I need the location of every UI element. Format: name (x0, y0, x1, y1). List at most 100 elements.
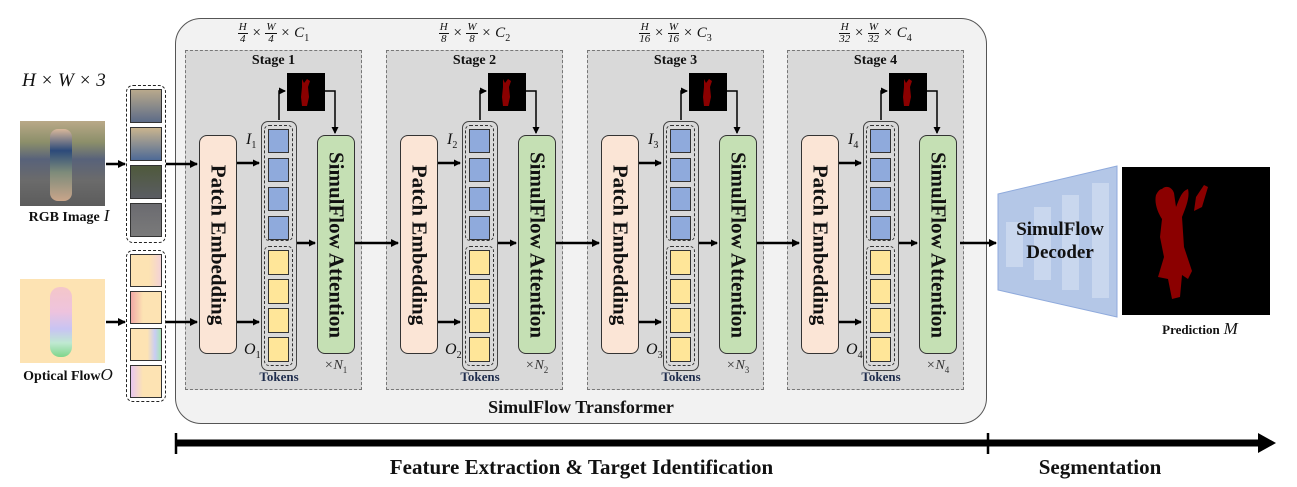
patch-embedding-block: Patch Embedding (400, 135, 438, 354)
rgb-patch-strip (126, 85, 166, 243)
frac-den: 4 (268, 33, 274, 45)
flow-patch-strip (126, 250, 166, 402)
image-token-sub: 1 (251, 140, 257, 152)
tokens-to-mask-arrow (880, 87, 888, 120)
flow-token (670, 250, 691, 275)
mask-thumbnail (889, 73, 927, 111)
flow-token-group (666, 246, 695, 366)
frac-num: W (466, 21, 478, 34)
flow-token-sub: 3 (657, 350, 663, 362)
flow-token (870, 279, 891, 304)
image-token (469, 129, 490, 153)
mask-silhouette (903, 79, 912, 106)
input-size-label: H × W × 3 (22, 70, 106, 91)
tokens-to-mask-arrow (680, 87, 688, 120)
tokens-label: Tokens (259, 369, 299, 384)
image-token-sub: 3 (653, 140, 659, 152)
image-token-label: I3 (648, 131, 658, 151)
simulflow-attention-block: SimulFlow Attention (317, 135, 355, 354)
image-token (870, 158, 891, 182)
flow-token (469, 250, 490, 275)
prediction-label: Prediction (1162, 322, 1220, 337)
decoder-layer (1092, 183, 1109, 298)
flow-token-label: O4 (846, 341, 863, 361)
image-token-sub: 2 (452, 140, 458, 152)
token-column (462, 121, 498, 371)
mask-thumbnail (287, 73, 325, 111)
flow-token-label: O1 (244, 341, 261, 361)
stage-title: Stage 1 (251, 53, 296, 68)
repeat-label: ×N1 (324, 358, 347, 375)
tokens-to-mask-arrow (479, 87, 487, 120)
flow-token-label: O2 (445, 341, 462, 361)
decoder-label-line1: SimulFlow (1016, 219, 1104, 240)
channel-sub: 1 (304, 32, 310, 44)
image-token (870, 187, 891, 211)
repeat-symbol: ×N (324, 358, 343, 373)
flow-token-symbol: O (445, 341, 457, 358)
flow-token-group (465, 246, 494, 366)
stage-title: Stage 2 (452, 53, 497, 68)
tokens-label: Tokens (661, 369, 701, 384)
tokens-to-mask-arrow (278, 87, 286, 120)
flow-token (469, 279, 490, 304)
channel-symbol: C (294, 24, 305, 41)
image-token-label: I2 (447, 131, 457, 151)
transformer-title: SimulFlow Transformer (488, 397, 674, 417)
patch-embedding-block: Patch Embedding (199, 135, 237, 354)
rgb-patch (130, 89, 162, 123)
rgb-patch (130, 165, 162, 199)
channel-symbol: C (495, 24, 506, 41)
rgb-caption: RGB Image I (14, 206, 124, 226)
image-token (670, 216, 691, 240)
simulflow-attention-block: SimulFlow Attention (719, 135, 757, 354)
flow-figure (50, 287, 72, 357)
image-token-symbol: I (648, 131, 654, 148)
flow-token (469, 308, 490, 333)
image-token (670, 129, 691, 153)
rgb-image (20, 121, 105, 206)
repeat-symbol: ×N (926, 358, 945, 373)
frac-den: 8 (441, 33, 447, 45)
rgb-patch (130, 127, 162, 161)
flow-token-sub: 4 (857, 350, 863, 362)
flow-patch (130, 328, 162, 361)
flow-token-group (264, 246, 293, 366)
decoder-label-line2: Decoder (1026, 242, 1094, 263)
rgb-label: RGB Image (28, 210, 100, 225)
channel-symbol: C (696, 24, 707, 41)
flow-token (268, 279, 289, 304)
image-token-group (866, 125, 895, 241)
flow-token (268, 308, 289, 333)
image-token (268, 187, 289, 211)
decoder-label: SimulFlow Decoder (1010, 218, 1110, 264)
repeat-sub: 1 (342, 364, 348, 375)
mask-to-attention-arrow (325, 90, 339, 134)
mask-silhouette (502, 79, 511, 106)
mask-to-attention-arrow (927, 90, 941, 134)
channel-symbol: C (896, 24, 907, 41)
flow-token-group (866, 246, 895, 366)
decoder-trapezoid (997, 165, 1118, 318)
flow-token (268, 250, 289, 275)
image-token-group (666, 125, 695, 241)
mask-to-attention-arrow (526, 90, 540, 134)
flow-token-sub: 2 (456, 350, 462, 362)
image-token (870, 216, 891, 240)
phase-segmentation: Segmentation (1038, 455, 1162, 479)
simulflow-attention-block: SimulFlow Attention (518, 135, 556, 354)
flow-token-symbol: O (646, 341, 658, 358)
flow-token-symbol: O (244, 341, 256, 358)
image-token (469, 187, 490, 211)
dancer-figure (50, 129, 72, 201)
